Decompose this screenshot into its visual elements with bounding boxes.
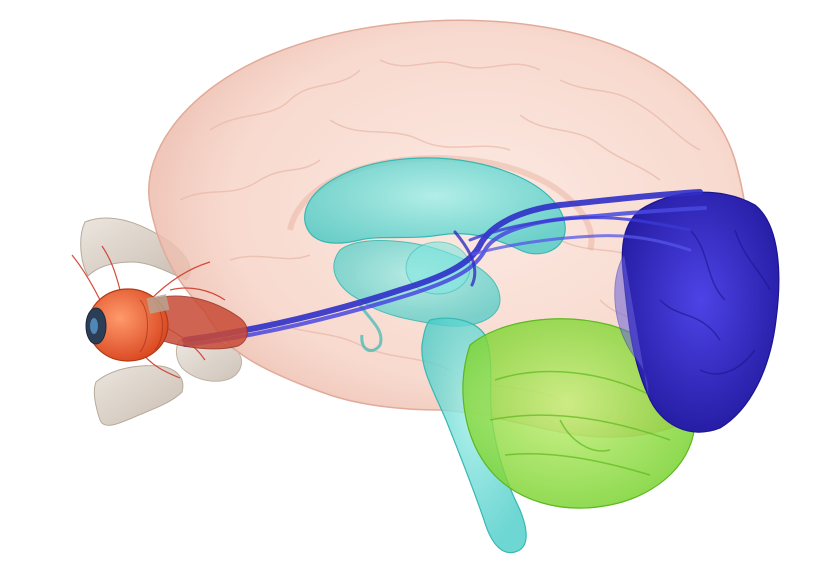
optic-pathway-icon [182,189,707,347]
visual-cortex-icon [614,191,780,433]
eye-icon [71,245,248,379]
